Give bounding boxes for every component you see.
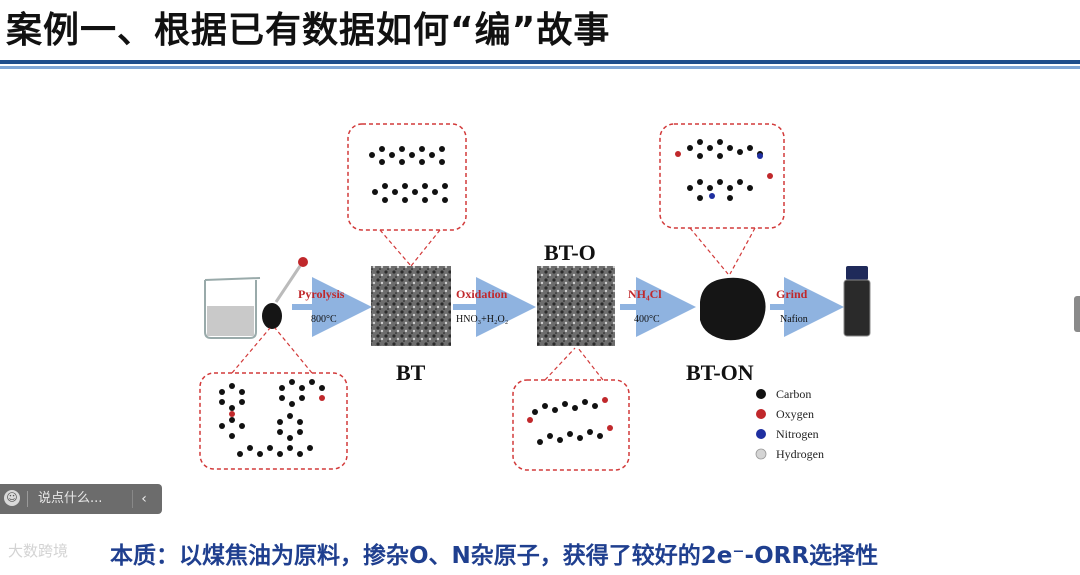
coal-tar-molecules-panel <box>200 328 347 469</box>
beaker-icon <box>205 278 260 338</box>
step-nh4cl: NH₄Cl 400°C <box>620 287 684 325</box>
side-scroll-handle[interactable] <box>1074 296 1080 332</box>
legend-label: Hydrogen <box>776 447 824 461</box>
bt-on-material <box>700 278 766 340</box>
summary-note: 本质：以煤焦油为原料，掺杂O、N杂原子，获得了较好的2e⁻-ORR选择性 <box>110 536 878 570</box>
step-oxidation: Oxidation HNO₃+H₂O₂ <box>453 287 524 325</box>
step-condition: 400°C <box>634 314 660 325</box>
legend-swatch-carbon <box>756 389 766 399</box>
title-divider <box>0 60 1080 64</box>
legend-label: Carbon <box>776 387 811 401</box>
chat-placeholder[interactable]: 说点什么... <box>38 490 102 508</box>
synthesis-figure: Pyrolysis 800°C BT Oxidation HNO₃+H₂O₂ B… <box>0 70 1080 510</box>
step-grind: Grind Nafion <box>770 287 832 325</box>
bt-material <box>371 266 451 346</box>
title-divider-light <box>0 66 1080 69</box>
step-label: Grind <box>776 287 808 301</box>
step-label: Pyrolysis <box>298 287 345 301</box>
step-condition: Nafion <box>780 314 808 325</box>
legend-label: Nitrogen <box>776 427 819 441</box>
vial-icon <box>844 266 870 336</box>
step-label: NH₄Cl <box>628 287 662 301</box>
bt-on-molecules-panel <box>660 124 784 274</box>
legend-swatch-nitrogen <box>756 429 766 439</box>
step-label: Oxidation <box>456 287 508 301</box>
legend-label: Oxygen <box>776 407 814 421</box>
material-label-bt-on: BT-ON <box>686 360 754 385</box>
chevron-left-icon[interactable]: ‹ <box>132 490 155 508</box>
smile-icon[interactable]: ☺ <box>4 490 20 506</box>
material-label-bt: BT <box>396 360 426 385</box>
slide-title: 案例一、根据已有数据如何“编”故事 <box>6 2 610 60</box>
watermark: 大数跨境 <box>8 540 68 561</box>
legend-swatch-hydrogen <box>756 449 766 459</box>
step-condition: HNO₃+H₂O₂ <box>456 314 508 325</box>
chat-divider <box>27 491 28 507</box>
chat-input-bar[interactable]: ☺ 说点什么... ‹ <box>0 484 162 514</box>
bt-molecules-panel <box>348 124 466 266</box>
step-condition: 800°C <box>311 314 337 325</box>
atom-legend: Carbon Oxygen Nitrogen Hydrogen <box>756 387 824 461</box>
bt-o-material <box>537 266 615 346</box>
material-label-bt-o: BT-O <box>544 240 596 265</box>
legend-swatch-oxygen <box>756 409 766 419</box>
step-pyrolysis: Pyrolysis 800°C <box>292 287 360 325</box>
bt-o-molecules-panel <box>513 348 629 470</box>
